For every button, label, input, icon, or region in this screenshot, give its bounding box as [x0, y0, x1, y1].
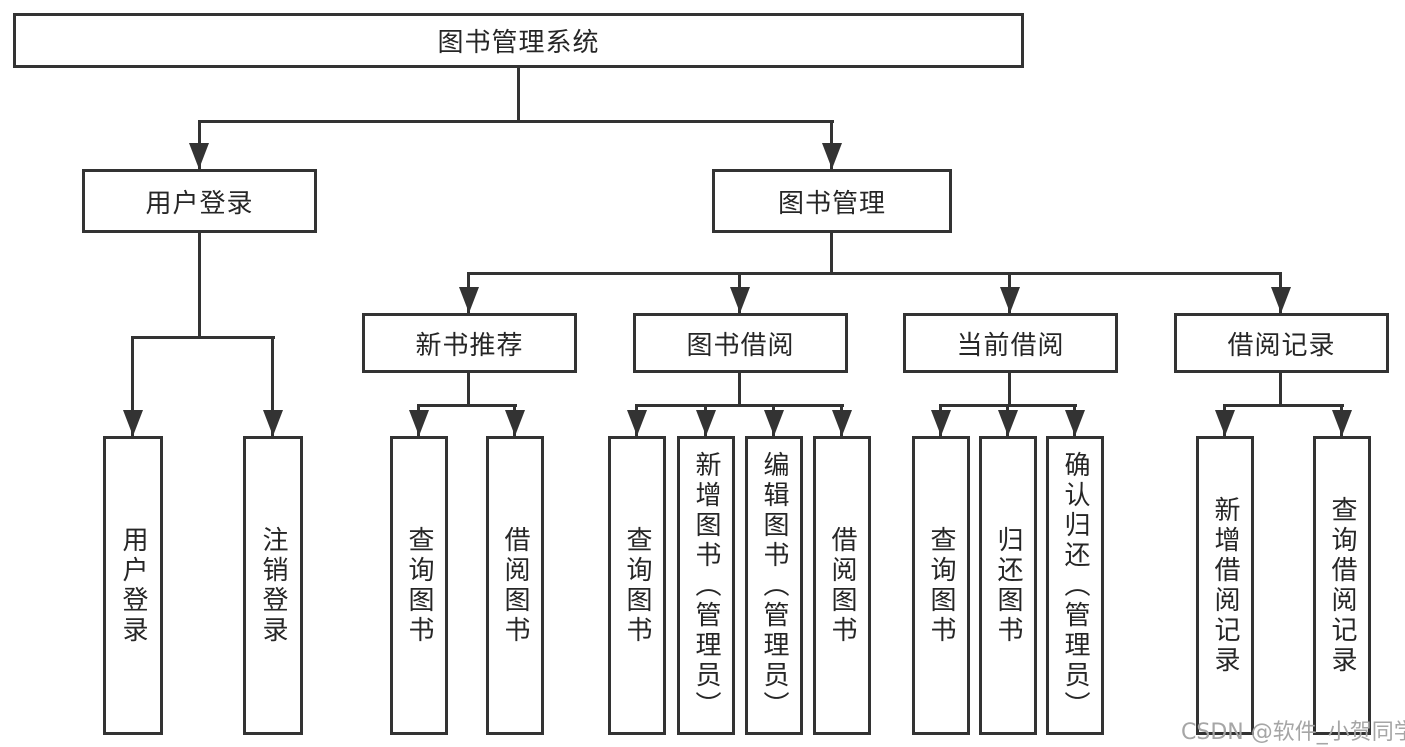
arrowhead-down-icon	[459, 287, 479, 313]
connector-vline	[738, 373, 741, 404]
arrowhead-down-icon	[123, 410, 143, 436]
arrowhead-down-icon	[627, 410, 647, 436]
node-book-management: 图书管理	[712, 169, 952, 233]
arrowhead-down-icon	[263, 410, 283, 436]
arrowhead-down-icon	[505, 410, 525, 436]
node-user-login: 用户登录	[82, 169, 317, 233]
leaf-query-borrow-record: 查询借阅记录	[1313, 436, 1371, 735]
leaf-user-login: 用户登录	[103, 436, 163, 735]
node-current-borrowing: 当前借阅	[903, 313, 1118, 373]
connector-hline	[467, 272, 1282, 275]
node-borrowing-records: 借阅记录	[1174, 313, 1389, 373]
arrowhead-down-icon	[822, 143, 842, 169]
leaf-borrow-books: 借阅图书	[813, 436, 871, 735]
connector-hline	[131, 336, 275, 339]
connector-vline	[517, 68, 520, 120]
connector-vline	[467, 373, 470, 404]
connector-hline	[635, 404, 844, 407]
connector-vline	[131, 336, 134, 436]
arrowhead-down-icon	[696, 410, 716, 436]
arrowhead-down-icon	[1065, 410, 1085, 436]
node-root-system: 图书管理系统	[13, 13, 1024, 68]
leaf-confirm-return-admin: 确认归还（管理员）	[1046, 436, 1104, 735]
leaf-newbook-query-books: 查询图书	[390, 436, 448, 735]
leaf-add-books-admin: 新增图书（管理员）	[677, 436, 735, 735]
leaf-newbook-borrow-books: 借阅图书	[486, 436, 544, 735]
connector-hline	[1223, 404, 1344, 407]
arrowhead-down-icon	[1332, 410, 1352, 436]
arrowhead-down-icon	[931, 410, 951, 436]
leaf-logout: 注销登录	[243, 436, 303, 735]
leaf-edit-books-admin: 编辑图书（管理员）	[745, 436, 803, 735]
arrowhead-down-icon	[832, 410, 852, 436]
leaf-add-borrow-record: 新增借阅记录	[1196, 436, 1254, 735]
connector-vline	[271, 336, 274, 436]
connector-hline	[198, 120, 834, 123]
node-new-book-recommendation: 新书推荐	[362, 313, 577, 373]
arrowhead-down-icon	[1215, 410, 1235, 436]
watermark: CSDN @软件_小贺同学	[1181, 720, 1405, 745]
arrowhead-down-icon	[1271, 287, 1291, 313]
arrowhead-down-icon	[998, 410, 1018, 436]
connector-vline	[1279, 373, 1282, 404]
arrowhead-down-icon	[409, 410, 429, 436]
leaf-return-books: 归还图书	[979, 436, 1037, 735]
arrowhead-down-icon	[730, 287, 750, 313]
leaf-borrow-query-books: 查询图书	[608, 436, 666, 735]
arrowhead-down-icon	[189, 143, 209, 169]
arrowhead-down-icon	[1000, 287, 1020, 313]
node-book-borrowing: 图书借阅	[633, 313, 848, 373]
arrowhead-down-icon	[764, 410, 784, 436]
connector-vline	[830, 233, 833, 272]
connector-hline	[417, 404, 517, 407]
connector-vline	[198, 233, 201, 337]
connector-vline	[1008, 373, 1011, 404]
leaf-current-query-books: 查询图书	[912, 436, 970, 735]
